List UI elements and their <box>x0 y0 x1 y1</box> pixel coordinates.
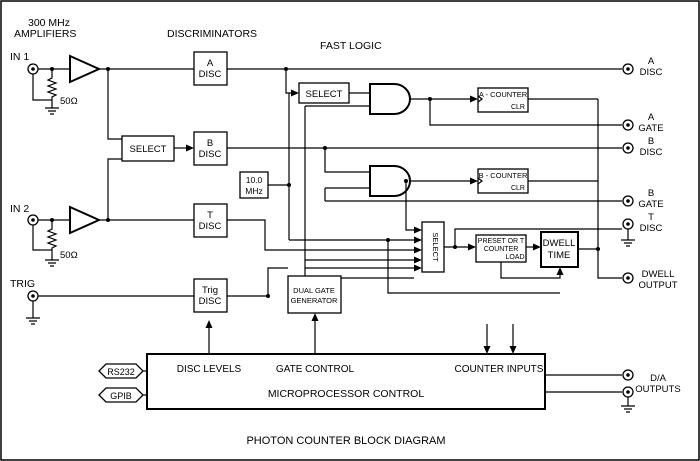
counter-b-block <box>477 168 529 194</box>
out-b-disc-connector <box>622 142 634 154</box>
rs232-label: RS232 <box>107 367 135 377</box>
disc-a-line1: A <box>207 58 214 69</box>
gate-control-label: GATE CONTROL <box>276 364 355 375</box>
disc-trig-line2: DISC <box>199 296 222 307</box>
disc-a-line2: DISC <box>199 69 222 80</box>
in1-label: IN 1 <box>10 51 29 63</box>
out-b-disc-line2: DISC <box>640 147 663 158</box>
preset-line1: PRESET OR T <box>478 238 525 245</box>
select-left-label: SELECT <box>130 144 167 155</box>
amplifier-1-icon <box>69 54 102 84</box>
clock-block <box>239 171 269 199</box>
dual-gate-line1: DUAL GATE <box>293 286 335 295</box>
out-da2-connector <box>622 386 634 398</box>
amplifiers-header-line2: AMPLIFIERS <box>14 28 76 40</box>
out-a-disc-line1: A <box>648 56 655 67</box>
disc-b-line2: DISC <box>199 149 222 160</box>
disc-t-line2: DISC <box>199 221 222 232</box>
preset-line2: COUNTER <box>484 246 519 253</box>
dwell-line2: TIME <box>548 250 571 261</box>
trig-connector <box>27 290 39 302</box>
counter-inputs-label: COUNTER INPUTS <box>455 364 544 375</box>
amplifier-2-icon <box>69 205 102 235</box>
fast-logic-header: FAST LOGIC <box>320 40 382 52</box>
out-a-gate-line2: GATE <box>638 123 663 134</box>
r2-label: 50Ω <box>60 250 78 261</box>
dual-gate-block <box>287 275 342 314</box>
diagram-title: PHOTON COUNTER BLOCK DIAGRAM <box>246 435 445 447</box>
disc-trig-line1: Trig <box>202 285 218 296</box>
discriminators-header: DISCRIMINATORS <box>167 28 257 40</box>
dwell-line1: DWELL <box>543 238 576 249</box>
disc-b-line1: B <box>207 138 213 149</box>
and-gate-b-icon <box>369 165 411 197</box>
disc-levels-label: DISC LEVELS <box>177 364 242 375</box>
out-dwell-line2: OUTPUT <box>638 280 677 291</box>
out-b-gate-line1: B <box>648 188 654 199</box>
microprocessor-block <box>146 353 546 410</box>
out-da-line1: D/A <box>650 373 667 384</box>
clock-line2: MHz <box>245 186 262 196</box>
out-b-disc-line1: B <box>648 136 654 147</box>
in1-connector <box>27 63 39 75</box>
micro-label: MICROPROCESSOR CONTROL <box>268 388 425 400</box>
out-da-line2: OUTPUTS <box>635 384 680 395</box>
counter-a-clr: CLR <box>511 104 525 111</box>
dual-gate-line2: GENERATOR <box>291 296 338 305</box>
out-t-disc-line2: DISC <box>640 223 663 234</box>
out-t-disc-line1: T <box>648 212 654 223</box>
counter-a-block <box>477 87 529 113</box>
disc-t-block <box>193 203 228 238</box>
select-top-label: SELECT <box>306 89 343 100</box>
out-a-gate-connector <box>622 119 634 131</box>
disc-b-block <box>193 131 228 166</box>
out-dwell-connector <box>622 272 634 284</box>
out-b-gate-connector <box>622 195 634 207</box>
in2-label: IN 2 <box>10 203 29 215</box>
out-t-disc-connector <box>622 218 634 230</box>
out-a-gate-line1: A <box>648 112 655 123</box>
in2-connector <box>27 214 39 226</box>
out-b-gate-line2: GATE <box>638 199 663 210</box>
out-da1-connector <box>622 369 634 381</box>
clock-line1: 10.0 <box>246 175 263 185</box>
counter-a-label: A - COUNTER <box>479 90 528 99</box>
gpib-label: GPIB <box>110 391 132 401</box>
out-a-disc-connector <box>622 63 634 75</box>
disc-t-line1: T <box>207 210 213 221</box>
out-a-disc-line2: DISC <box>640 67 663 78</box>
counter-b-clr: CLR <box>511 185 525 192</box>
and-gate-a-icon <box>369 83 411 115</box>
disc-trig-block <box>193 278 228 313</box>
counter-b-label: B - COUNTER <box>479 171 528 180</box>
amplifiers-header-line1: 300 MHz <box>28 17 70 29</box>
preset-line3: LOAD <box>505 254 524 261</box>
out-dwell-line1: DWELL <box>642 269 675 280</box>
r1-label: 50Ω <box>60 96 78 107</box>
trig-label: TRIG <box>10 278 35 290</box>
select-vertical-label: SELECT <box>431 232 440 262</box>
select-left-block <box>121 135 175 162</box>
